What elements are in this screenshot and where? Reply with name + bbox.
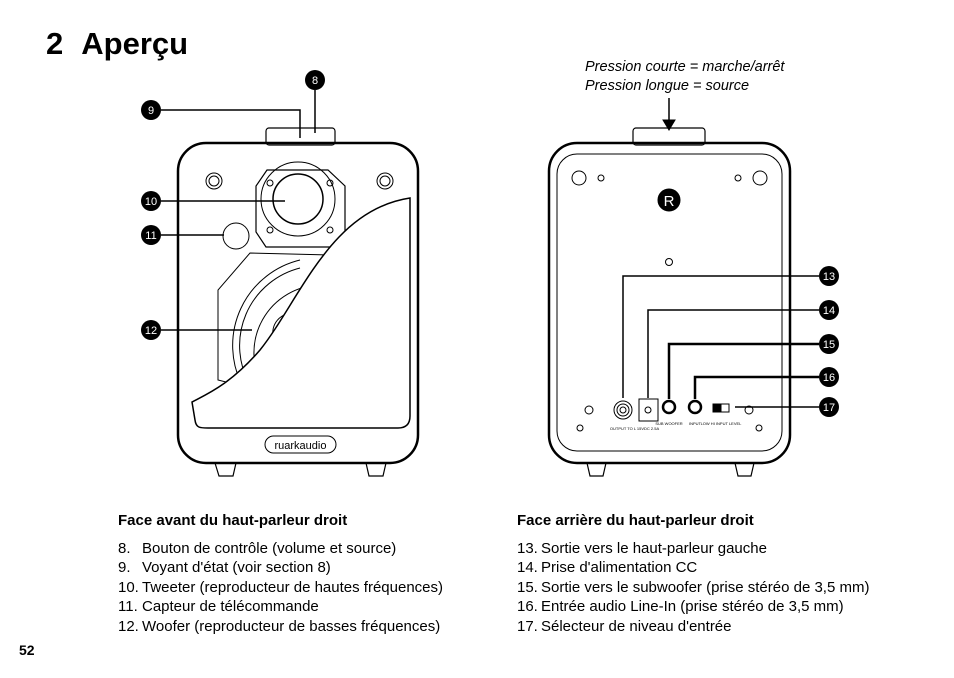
callout-9: 9 xyxy=(148,105,154,117)
item-number: 14. xyxy=(517,559,538,576)
list-item: 11.Capteur de télécommande xyxy=(118,597,443,617)
page-title: 2 Aperçu xyxy=(46,26,206,62)
rear-speaker: R OUTPUT TO L 15VDC 2.5A SUB WOOFER INPU… xyxy=(547,98,792,477)
note-line: Pression courte = marche/arrêt xyxy=(585,59,785,75)
list-item: 16.Entrée audio Line-In (prise stéréo de… xyxy=(517,597,869,617)
item-number: 13. xyxy=(517,539,538,557)
item-text: Bouton de contrôle (volume et source) xyxy=(142,539,397,557)
button-note: Pression courte = marche/arrêt Pression … xyxy=(585,58,784,96)
label-input: INPUT xyxy=(689,421,702,426)
callout-10: 10 xyxy=(145,196,157,208)
item-number: 8. xyxy=(118,539,131,557)
title-text: Aperçu xyxy=(81,26,189,61)
item-number: 11. xyxy=(118,598,138,615)
callout-14: 14 xyxy=(823,305,835,317)
list-item: 10.Tweeter (reproducteur de hautes fréqu… xyxy=(118,578,443,598)
rear-cabinet xyxy=(547,141,792,465)
item-text: Sélecteur de niveau d'entrée xyxy=(541,617,732,635)
callout-R: R xyxy=(664,193,675,210)
list-item: 8. Bouton de contrôle (volume et source) xyxy=(118,539,443,559)
item-number: 17. xyxy=(517,617,538,635)
front-heading: Face avant du haut-parleur droit xyxy=(118,512,348,529)
grille xyxy=(191,197,411,429)
callout-13: 13 xyxy=(823,271,835,283)
rear-legend: Face arrière du haut-parleur droit 13.So… xyxy=(517,511,869,636)
item-text: Voyant d'état (voir section 8) xyxy=(142,559,331,576)
note-line: Pression longue = source xyxy=(585,78,750,94)
label-output: OUTPUT TO L xyxy=(610,426,637,431)
item-number: 9. xyxy=(118,559,131,576)
item-text: Woofer (reproducteur de basses fréquence… xyxy=(142,617,441,635)
item-text: Entrée audio Line-In (prise stéréo de 3,… xyxy=(541,598,844,615)
callout-12: 12 xyxy=(145,325,157,337)
label-power: 15VDC 2.5A xyxy=(637,426,660,431)
item-text: Sortie vers le haut-parleur gauche xyxy=(541,539,767,557)
callout-15: 15 xyxy=(823,339,835,351)
section-number: 2 xyxy=(46,26,64,61)
feet xyxy=(214,462,387,477)
callout-16: 16 xyxy=(823,372,835,384)
rear-heading: Face arrière du haut-parleur droit xyxy=(517,512,754,529)
list-item: 12.Woofer (reproducteur de basses fréque… xyxy=(118,617,443,637)
label-level: LOW HI INPUT LEVEL xyxy=(701,421,743,426)
item-number: 10. xyxy=(118,578,139,596)
ir-sensor xyxy=(222,222,250,250)
page-number: 52 xyxy=(19,642,35,658)
item-text: Capteur de télécommande xyxy=(142,598,319,615)
item-number: 12. xyxy=(118,617,139,635)
item-text: Tweeter (reproducteur de hautes fréquenc… xyxy=(142,578,444,596)
item-number: 16. xyxy=(517,598,538,615)
item-text: Sortie vers le subwoofer (prise stéréo d… xyxy=(541,578,870,596)
item-number: 15. xyxy=(517,578,538,596)
list-item: 9. Voyant d'état (voir section 8) xyxy=(118,558,443,578)
label-sub: SUB WOOFER xyxy=(655,421,682,426)
list-item: 14.Prise d'alimentation CC xyxy=(517,558,869,578)
front-logo: ruarkaudio xyxy=(275,440,327,452)
callout-11: 11 xyxy=(145,230,156,242)
front-legend: Face avant du haut-parleur droit 8. Bouto… xyxy=(118,511,443,636)
callout-8: 8 xyxy=(312,75,318,87)
list-item: 13.Sortie vers le haut-parleur gauche xyxy=(517,539,869,559)
list-item: 17.Sélecteur de niveau d'entrée xyxy=(517,617,869,637)
item-text: Prise d'alimentation CC xyxy=(541,559,698,576)
callout-17: 17 xyxy=(823,402,835,414)
front-cabinet xyxy=(176,141,420,465)
front-speaker: ruarkaudio xyxy=(176,127,420,477)
list-item: 15.Sortie vers le subwoofer (prise stéré… xyxy=(517,578,869,598)
